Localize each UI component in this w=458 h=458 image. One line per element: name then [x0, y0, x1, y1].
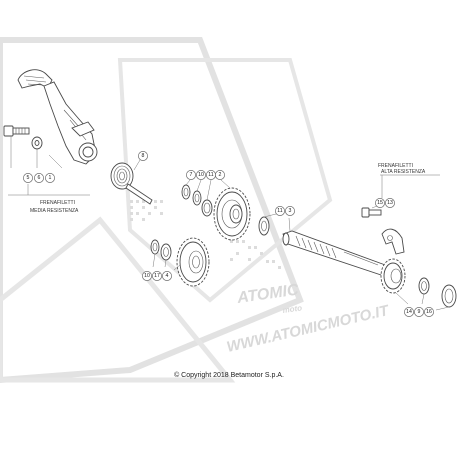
callout-16: 16 — [424, 307, 434, 317]
ring-16 — [441, 284, 457, 308]
washer-10-upper — [192, 190, 202, 206]
callout-4: 4 — [162, 271, 172, 281]
washer-6 — [31, 136, 43, 150]
kickstart-lever — [17, 69, 98, 165]
svg-text:4: 4 — [166, 273, 169, 279]
svg-text:14: 14 — [406, 309, 412, 315]
callout-13: 13 — [385, 198, 395, 208]
svg-text:8: 8 — [142, 153, 145, 159]
washer-17 — [160, 243, 172, 261]
circlip-10-lower — [150, 239, 160, 255]
note-left-line1: FRENAFILETTI — [40, 200, 75, 206]
callout-2: 2 — [215, 170, 225, 180]
gear-4 — [176, 237, 210, 287]
callout-10-lower: 10 — [142, 271, 152, 281]
watermark-sub: moto — [282, 303, 303, 315]
svg-text:17: 17 — [154, 273, 160, 279]
svg-text:16: 16 — [426, 309, 432, 315]
callout-7: 7 — [186, 170, 196, 180]
note-right-line1: FRENAFILETTI — [378, 163, 413, 169]
svg-text:11: 11 — [208, 172, 213, 178]
callout-14: 14 — [404, 307, 414, 317]
callout-8: 8 — [138, 151, 148, 161]
callout-6: 6 — [34, 173, 44, 183]
ratchet-14 — [380, 258, 406, 294]
callout-11-upper: 11 — [206, 170, 216, 180]
callout-11-mid: 11 — [275, 206, 285, 216]
callout-9: 9 — [414, 307, 424, 317]
bolt-15 — [361, 207, 382, 218]
svg-text:7: 7 — [190, 172, 193, 178]
washer-11-mid — [258, 216, 270, 236]
svg-text:15: 15 — [377, 200, 383, 206]
svg-text:11: 11 — [277, 208, 282, 214]
callout-3: 3 — [285, 206, 295, 216]
note-right-line2: ALTA RESISTENZA — [381, 169, 426, 175]
callout-1: 1 — [45, 173, 55, 183]
callout-5: 5 — [23, 173, 33, 183]
svg-text:3: 3 — [289, 208, 292, 214]
svg-text:10: 10 — [144, 273, 150, 279]
gear-2 — [213, 187, 251, 241]
note-left-line2: MEDIA RESISTENZA — [30, 208, 79, 214]
callout-17: 17 — [152, 271, 162, 281]
callout-15: 15 — [375, 198, 385, 208]
svg-text:13: 13 — [387, 200, 393, 206]
callout-10-upper: 10 — [196, 170, 206, 180]
copyright-footer: © Copyright 2018 Betamotor S.p.A. — [174, 372, 284, 379]
svg-text:9: 9 — [418, 309, 421, 315]
svg-text:6: 6 — [38, 175, 41, 181]
svg-text:1: 1 — [49, 175, 52, 181]
washer-9 — [418, 277, 430, 295]
pawl-13 — [381, 228, 405, 255]
svg-text:5: 5 — [27, 175, 30, 181]
kickstart-shaft-3 — [282, 230, 389, 277]
svg-text:10: 10 — [198, 172, 204, 178]
svg-text:2: 2 — [219, 172, 222, 178]
watermark-url: WWW.ATOMICMOTO.IT — [225, 302, 392, 356]
bolt-5 — [3, 125, 30, 137]
circlip-7 — [181, 184, 191, 200]
bushing-11-upper — [201, 199, 213, 217]
kick-spring-8 — [110, 162, 153, 205]
